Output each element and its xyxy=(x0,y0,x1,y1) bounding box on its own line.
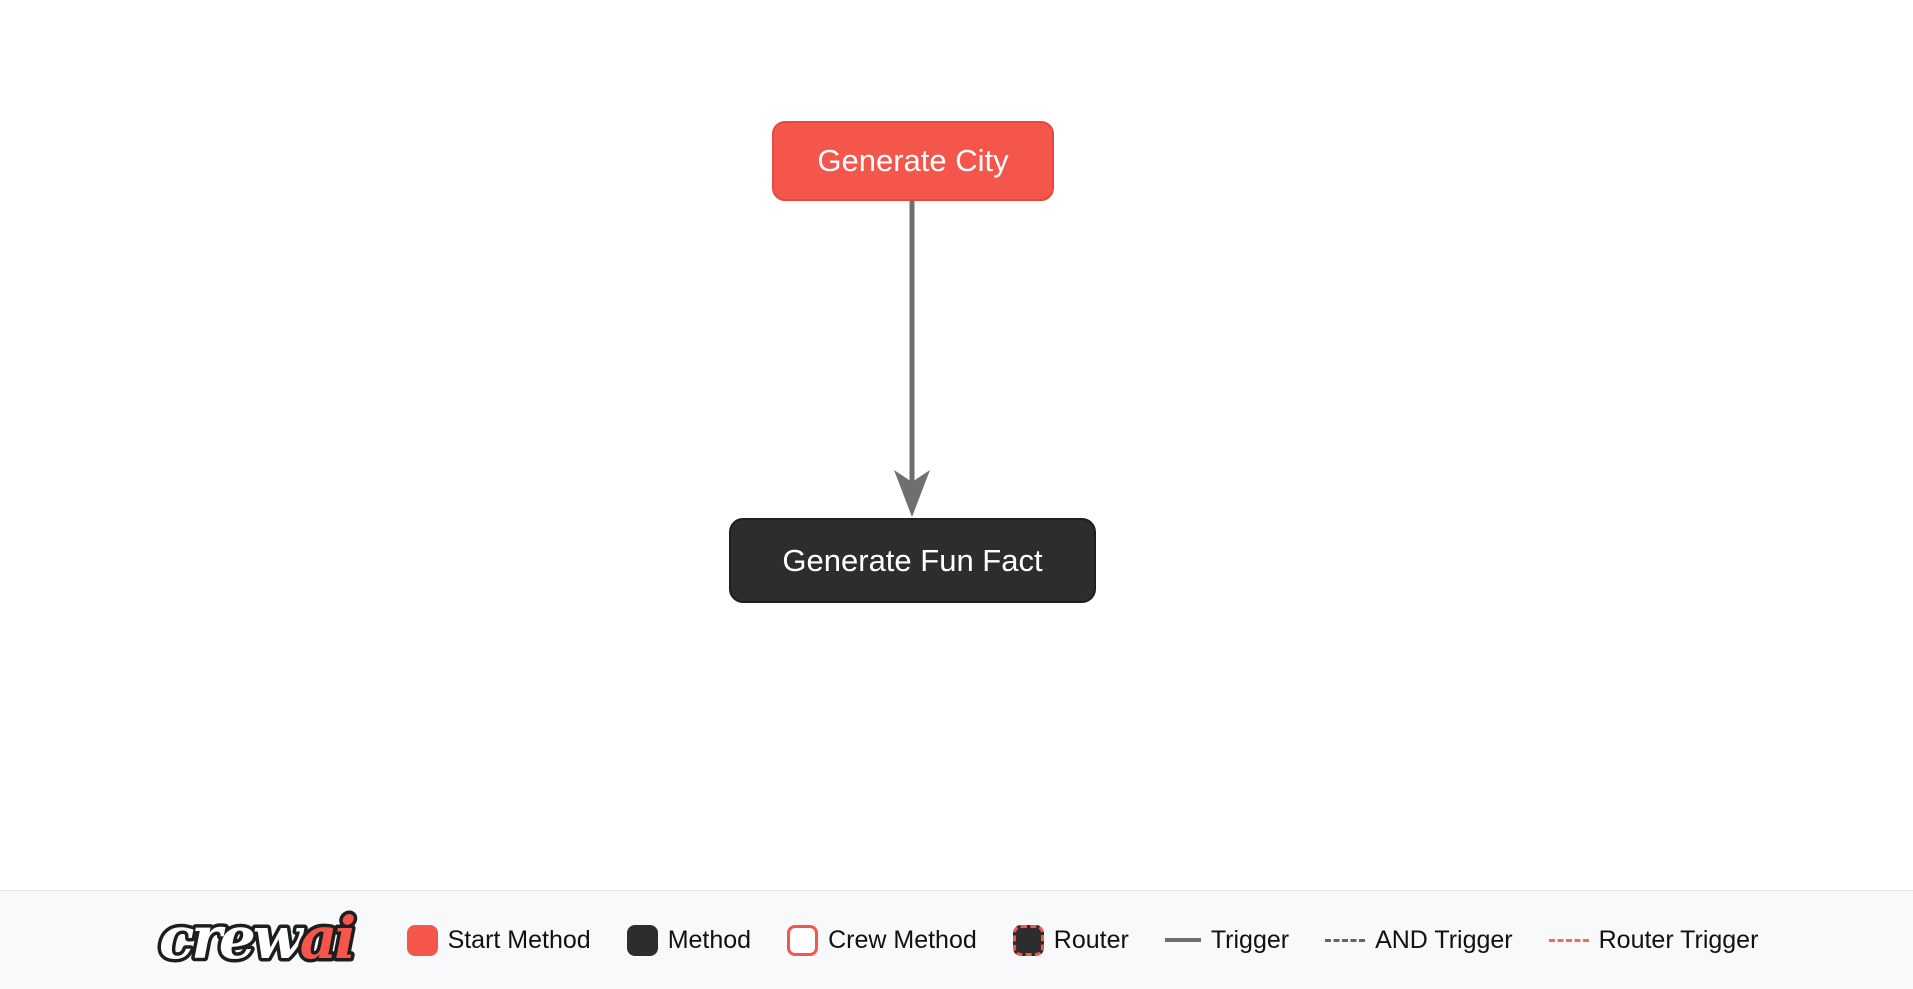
legend-footer: crewai Start Method Method Crew Method R… xyxy=(0,890,1913,989)
node-generate-fun-fact-label: Generate Fun Fact xyxy=(782,542,1043,578)
flow-canvas[interactable]: Generate City Generate Fun Fact xyxy=(0,0,1913,890)
crewai-logo-ai: ai xyxy=(299,904,354,972)
legend-label-router-trigger: Router Trigger xyxy=(1598,925,1759,954)
legend-label-crew-method: Crew Method xyxy=(828,925,977,954)
start-method-swatch-icon xyxy=(406,924,438,956)
node-generate-city-label: Generate City xyxy=(817,143,1009,178)
legend-label-method: Method xyxy=(667,925,752,954)
node-generate-fun-fact[interactable]: Generate Fun Fact xyxy=(729,518,1096,603)
legend-label-start-method: Start Method xyxy=(447,925,591,954)
legend-item-router-trigger: Router Trigger xyxy=(1548,925,1759,955)
legend-label-and-trigger: AND Trigger xyxy=(1375,925,1513,954)
method-swatch-icon xyxy=(626,924,658,956)
legend-label-trigger: Trigger xyxy=(1210,925,1290,954)
crewai-logo: crewai xyxy=(155,901,360,976)
node-generate-city[interactable]: Generate City xyxy=(772,121,1054,201)
trigger-line-icon xyxy=(1164,938,1201,942)
legend-item-method: Method xyxy=(626,924,752,956)
legend-item-router: Router xyxy=(1012,924,1129,956)
legend-label-router: Router xyxy=(1053,925,1129,954)
router-trigger-line-icon xyxy=(1548,938,1589,942)
legend-item-and-trigger: AND Trigger xyxy=(1325,926,1513,955)
and-trigger-line-icon xyxy=(1325,938,1366,942)
svg-text:crewai: crewai xyxy=(159,904,354,972)
legend-item-start-method: Start Method xyxy=(406,924,591,956)
legend-item-crew-method: Crew Method xyxy=(787,924,977,956)
router-swatch-icon xyxy=(1012,924,1044,956)
crewai-logo-crew: crew xyxy=(159,904,305,972)
crew-method-swatch-icon xyxy=(787,924,819,956)
trigger-arrowhead-icon xyxy=(894,470,930,517)
legend-item-trigger: Trigger xyxy=(1164,925,1290,955)
